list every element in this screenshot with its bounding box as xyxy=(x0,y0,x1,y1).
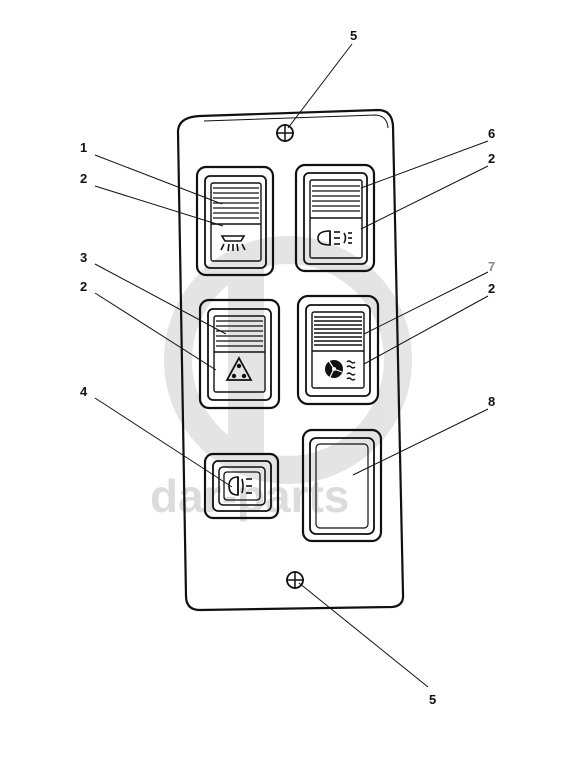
rocker-switch-work-light[interactable] xyxy=(195,165,275,277)
callout-2-switch-6: 2 xyxy=(488,151,495,166)
mounting-screw-bottom xyxy=(286,571,304,589)
watermark: dar-parts xyxy=(150,236,412,522)
watermark-logo-ring xyxy=(164,236,412,484)
leader-lines xyxy=(94,43,489,688)
headlight-icon xyxy=(228,476,252,496)
callout-6: 6 xyxy=(488,126,495,141)
rocker-switch-rear-fog[interactable] xyxy=(294,163,376,273)
callout-5-top: 5 xyxy=(350,28,357,43)
callout-2-switch-7: 2 xyxy=(488,281,495,296)
callout-3: 3 xyxy=(80,250,87,265)
fan-icon xyxy=(325,360,356,381)
rear-fog-light-icon xyxy=(317,230,352,246)
panel-body xyxy=(176,108,405,612)
blank-switch-plug xyxy=(301,428,383,543)
callout-7: 7 xyxy=(488,259,495,274)
hazard-warning-icon xyxy=(225,356,253,381)
rocker-switch-fan[interactable] xyxy=(296,294,380,406)
push-switch-headlight[interactable] xyxy=(203,452,280,520)
watermark-logo-bar xyxy=(228,250,264,470)
mounting-screw-top xyxy=(276,124,294,142)
callout-8: 8 xyxy=(488,394,495,409)
watermark-text: dar-parts xyxy=(150,470,349,522)
callout-labels: 1 2 3 2 4 5 6 2 7 2 8 5 xyxy=(80,28,495,707)
rocker-switch-hazard[interactable] xyxy=(198,298,281,410)
callout-1: 1 xyxy=(80,140,87,155)
callout-2-switch-3: 2 xyxy=(80,279,87,294)
callout-5-bottom: 5 xyxy=(429,692,436,707)
panel-body-inner-edge xyxy=(203,114,389,129)
work-light-icon xyxy=(220,235,246,252)
callout-4: 4 xyxy=(80,384,88,399)
callout-2-switch-1: 2 xyxy=(80,171,87,186)
